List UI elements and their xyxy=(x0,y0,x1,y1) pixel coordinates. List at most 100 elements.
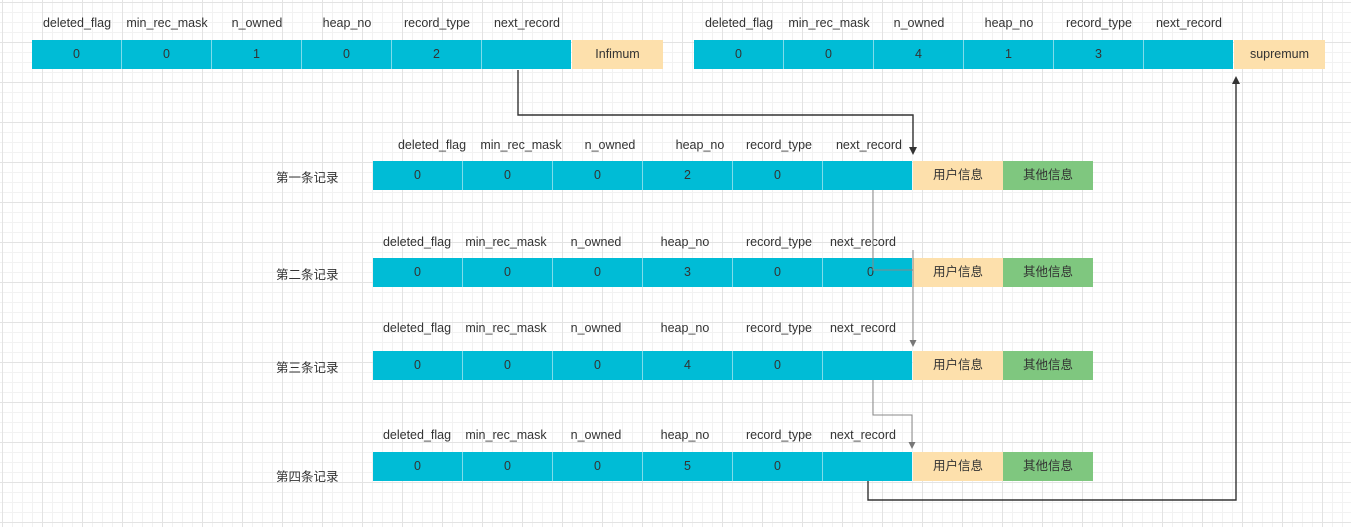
header-heap-no: heap_no xyxy=(660,428,710,442)
other-info-cell: 其他信息 xyxy=(1003,258,1093,287)
header-next-record: next_record xyxy=(829,235,896,249)
other-info-cell: 其他信息 xyxy=(1003,161,1093,190)
user-info-cell: 用户信息 xyxy=(913,351,1003,380)
record-type-cell: 0 xyxy=(733,258,823,287)
record-3: deleted_flag min_rec_mask n_owned heap_n… xyxy=(373,319,1093,380)
header-n-owned: n_owned xyxy=(570,321,622,335)
header-record-type: record_type xyxy=(745,428,812,442)
supremum-field-row: 0 0 4 1 3 xyxy=(694,40,1233,69)
other-info-cell: 其他信息 xyxy=(1003,452,1093,481)
next-record-cell xyxy=(823,452,912,481)
header-deleted-flag: deleted_flag xyxy=(382,321,452,335)
header-heap-no: heap_no xyxy=(660,321,710,335)
record-3-label: 第三条记录 xyxy=(276,361,339,375)
deleted-flag-cell: 0 xyxy=(373,351,463,380)
user-info-cell: 用户信息 xyxy=(913,452,1003,481)
deleted-flag-cell: 0 xyxy=(32,40,122,69)
header-deleted-flag: deleted_flag xyxy=(382,428,452,442)
user-info-cell: 用户信息 xyxy=(913,161,1003,190)
header-n-owned: n_owned xyxy=(584,138,636,152)
n-owned-cell: 0 xyxy=(553,452,643,481)
header-n-owned: n_owned xyxy=(570,235,622,249)
user-info-cell: 用户信息 xyxy=(913,258,1003,287)
n-owned-cell: 4 xyxy=(874,40,964,69)
header-record-type: record_type xyxy=(403,16,470,30)
n-owned-cell: 1 xyxy=(212,40,302,69)
header-heap-no: heap_no xyxy=(984,16,1034,30)
header-min-rec-mask: min_rec_mask xyxy=(465,428,547,442)
record-1: deleted_flag min_rec_mask n_owned heap_n… xyxy=(373,136,1093,190)
header-next-record: next_record xyxy=(829,428,896,442)
n-owned-cell: 0 xyxy=(553,258,643,287)
heap-no-cell: 3 xyxy=(643,258,733,287)
record-type-cell: 0 xyxy=(733,161,823,190)
n-owned-cell: 0 xyxy=(553,161,643,190)
heap-no-cell: 0 xyxy=(302,40,392,69)
min-rec-mask-cell: 0 xyxy=(463,452,553,481)
deleted-flag-cell: 0 xyxy=(694,40,784,69)
header-heap-no: heap_no xyxy=(322,16,372,30)
min-rec-mask-cell: 0 xyxy=(463,351,553,380)
header-next-record: next_record xyxy=(829,321,896,335)
header-deleted-flag: deleted_flag xyxy=(704,16,774,30)
record-3-to-record-4-arrow xyxy=(872,380,916,449)
record-type-cell: 3 xyxy=(1054,40,1144,69)
header-deleted-flag: deleted_flag xyxy=(397,138,467,152)
header-next-record: next_record xyxy=(835,138,902,152)
record-4-to-supremum-arrow xyxy=(867,76,1240,501)
record-type-cell: 0 xyxy=(733,351,823,380)
next-record-cell: 0 xyxy=(823,258,912,287)
header-next-record: next_record xyxy=(493,16,560,30)
min-rec-mask-cell: 0 xyxy=(784,40,874,69)
header-n-owned: n_owned xyxy=(570,428,622,442)
header-record-type: record_type xyxy=(745,138,812,152)
record-3-field-row: 0 0 0 4 0 xyxy=(373,351,912,380)
infimum-record: deleted_flag min_rec_mask n_owned heap_n… xyxy=(32,14,663,70)
n-owned-cell: 0 xyxy=(553,351,643,380)
header-heap-no: heap_no xyxy=(660,235,710,249)
record-2: deleted_flag min_rec_mask n_owned heap_n… xyxy=(373,233,1093,287)
header-min-rec-mask: min_rec_mask xyxy=(126,16,208,30)
heap-no-cell: 2 xyxy=(643,161,733,190)
deleted-flag-cell: 0 xyxy=(373,452,463,481)
record-2-field-row: 0 0 0 3 0 0 xyxy=(373,258,912,287)
header-n-owned: n_owned xyxy=(231,16,283,30)
record-type-cell: 0 xyxy=(733,452,823,481)
supremum-label: supremum xyxy=(1234,40,1325,69)
header-n-owned: n_owned xyxy=(893,16,945,30)
header-min-rec-mask: min_rec_mask xyxy=(788,16,870,30)
record-1-field-row: 0 0 0 2 0 xyxy=(373,161,912,190)
next-record-cell xyxy=(482,40,571,69)
record-1-label: 第一条记录 xyxy=(276,171,339,185)
record-2-label: 第二条记录 xyxy=(276,268,339,282)
header-next-record: next_record xyxy=(1155,16,1222,30)
record-1-to-record-2-arrow xyxy=(872,190,914,271)
header-min-rec-mask: min_rec_mask xyxy=(465,321,547,335)
infimum-label: Infimum xyxy=(572,40,663,69)
infimum-field-row: 0 0 1 0 2 xyxy=(32,40,571,69)
deleted-flag-cell: 0 xyxy=(373,258,463,287)
heap-no-cell: 4 xyxy=(643,351,733,380)
header-min-rec-mask: min_rec_mask xyxy=(480,138,562,152)
min-rec-mask-cell: 0 xyxy=(122,40,212,69)
header-deleted-flag: deleted_flag xyxy=(382,235,452,249)
other-info-cell: 其他信息 xyxy=(1003,351,1093,380)
next-record-cell xyxy=(1144,40,1233,69)
header-deleted-flag: deleted_flag xyxy=(42,16,112,30)
header-record-type: record_type xyxy=(745,235,812,249)
header-record-type: record_type xyxy=(745,321,812,335)
record-4-label: 第四条记录 xyxy=(276,470,339,484)
heap-no-cell: 1 xyxy=(964,40,1054,69)
min-rec-mask-cell: 0 xyxy=(463,258,553,287)
record-type-cell: 2 xyxy=(392,40,482,69)
infimum-to-record-1-arrow xyxy=(517,70,917,155)
record-4-field-row: 0 0 0 5 0 xyxy=(373,452,912,481)
supremum-record: deleted_flag min_rec_mask n_owned heap_n… xyxy=(694,14,1326,70)
heap-no-cell: 5 xyxy=(643,452,733,481)
header-min-rec-mask: min_rec_mask xyxy=(465,235,547,249)
record-4: deleted_flag min_rec_mask n_owned heap_n… xyxy=(373,426,1093,482)
deleted-flag-cell: 0 xyxy=(373,161,463,190)
header-heap-no: heap_no xyxy=(675,138,725,152)
header-record-type: record_type xyxy=(1065,16,1132,30)
next-record-cell xyxy=(823,161,912,190)
